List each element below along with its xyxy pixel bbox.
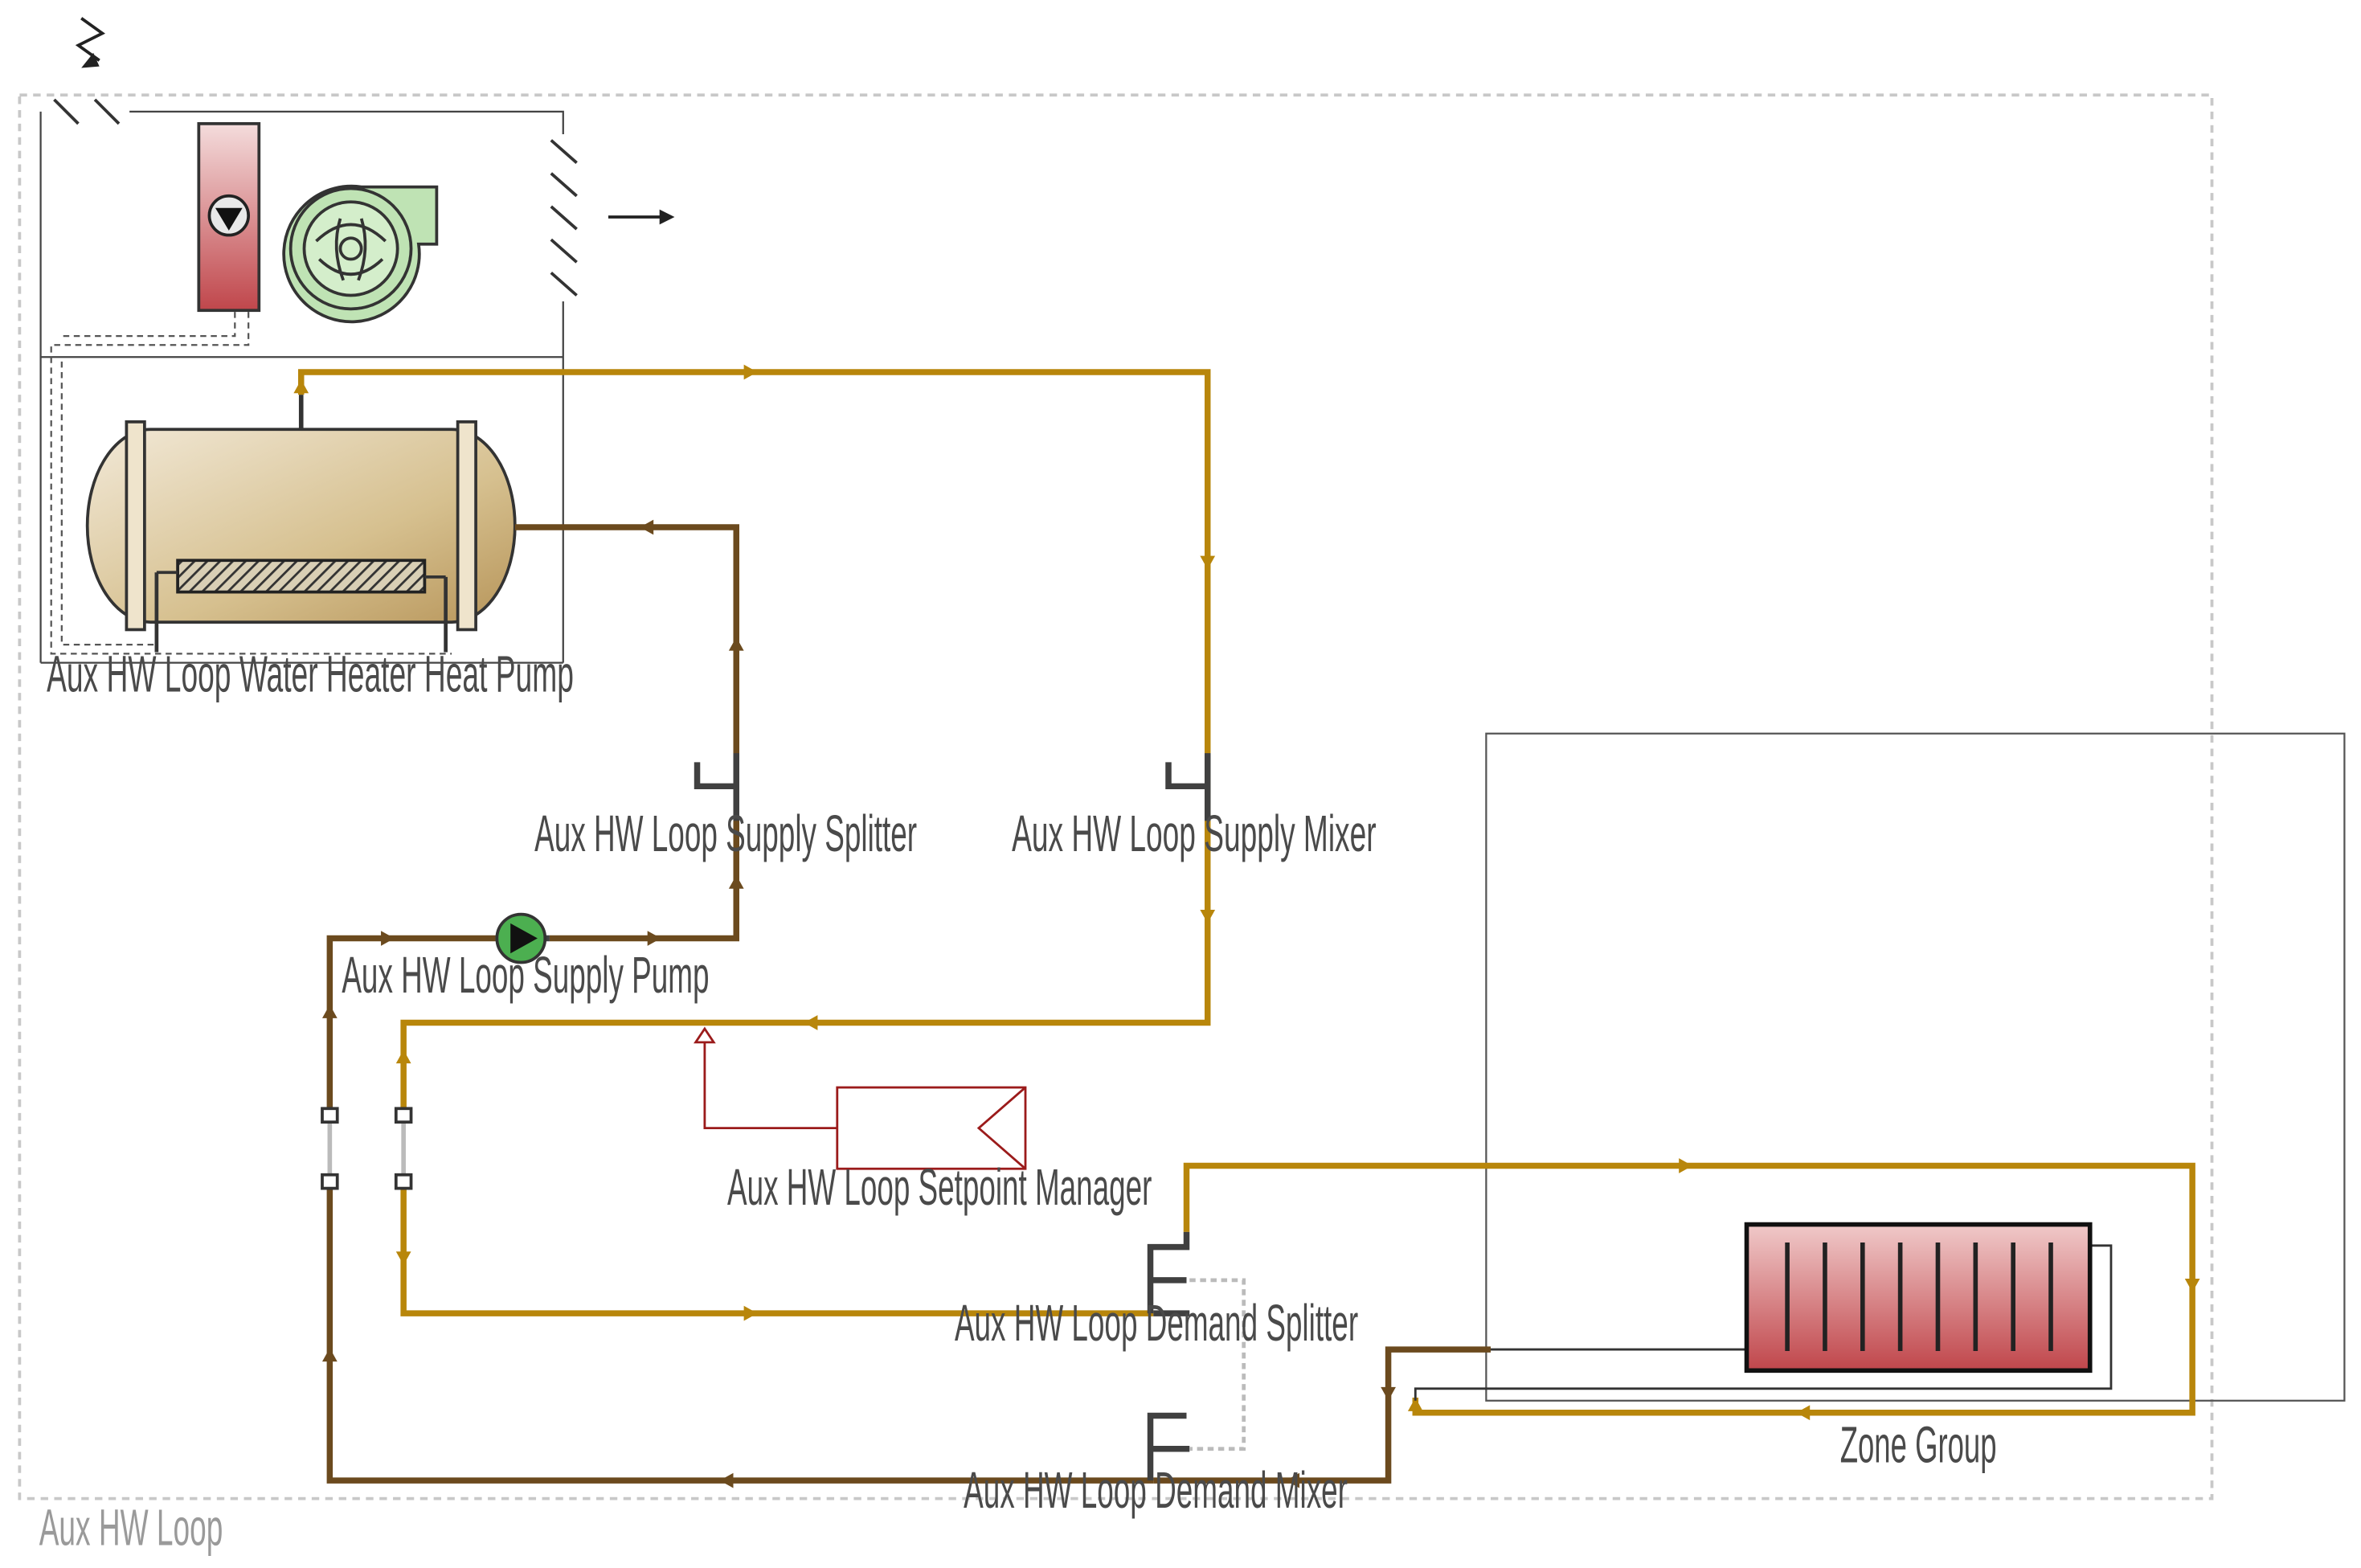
air-outlet-arrow-icon [608, 209, 675, 225]
flow-arrows [293, 364, 1216, 1321]
electric-lightning-icon [75, 17, 106, 62]
supply-pump-label: Aux HW Loop Supply Pump [342, 947, 709, 1004]
demand-splitter-label: Aux HW Loop Demand Splitter [955, 1295, 1358, 1352]
supply-mixer-label: Aux HW Loop Supply Mixer [1012, 805, 1376, 862]
air-inlet-louver-icon [53, 98, 121, 125]
zone-group-box[interactable] [1485, 732, 2346, 1402]
loop-break-connector-icon [321, 1107, 413, 1190]
loop-boundary [18, 93, 2214, 1500]
demand-mixer-icon[interactable] [1147, 1412, 1190, 1481]
water-tank-icon [85, 395, 517, 653]
air-outlet-louver-icon [550, 139, 578, 297]
water-heater-heat-pump[interactable] [39, 17, 675, 664]
heat-pump-control-line [50, 312, 452, 655]
loop-name-label: Aux HW Loop [39, 1500, 223, 1557]
zone-group-label: Zone Group [1840, 1417, 1997, 1474]
demand-flow-arrows [1407, 1158, 2200, 1421]
demand-bypass-line [1189, 1278, 1246, 1451]
setpoint-manager-icon[interactable] [694, 1026, 1027, 1170]
supply-mixer-icon[interactable] [1165, 753, 1211, 821]
supply-splitter-icon[interactable] [694, 753, 739, 821]
water-heater-label: Aux HW Loop Water Heater Heat Pump [47, 645, 574, 702]
radiator-icon[interactable] [1414, 1222, 2113, 1401]
supply-pump-icon[interactable] [495, 912, 550, 964]
demand-splitter-icon[interactable] [1147, 1231, 1190, 1316]
supply-splitter-label: Aux HW Loop Supply Splitter [534, 805, 917, 862]
flow-arrows-return [321, 519, 1396, 1488]
demand-mixer-label: Aux HW Loop Demand Mixer [964, 1462, 1348, 1519]
fan-icon [282, 184, 439, 324]
setpoint-manager-label: Aux HW Loop Setpoint Manager [727, 1159, 1152, 1216]
supply-outlet-pipe [297, 369, 1211, 1316]
supply-inlet-pipe [326, 524, 1491, 1484]
